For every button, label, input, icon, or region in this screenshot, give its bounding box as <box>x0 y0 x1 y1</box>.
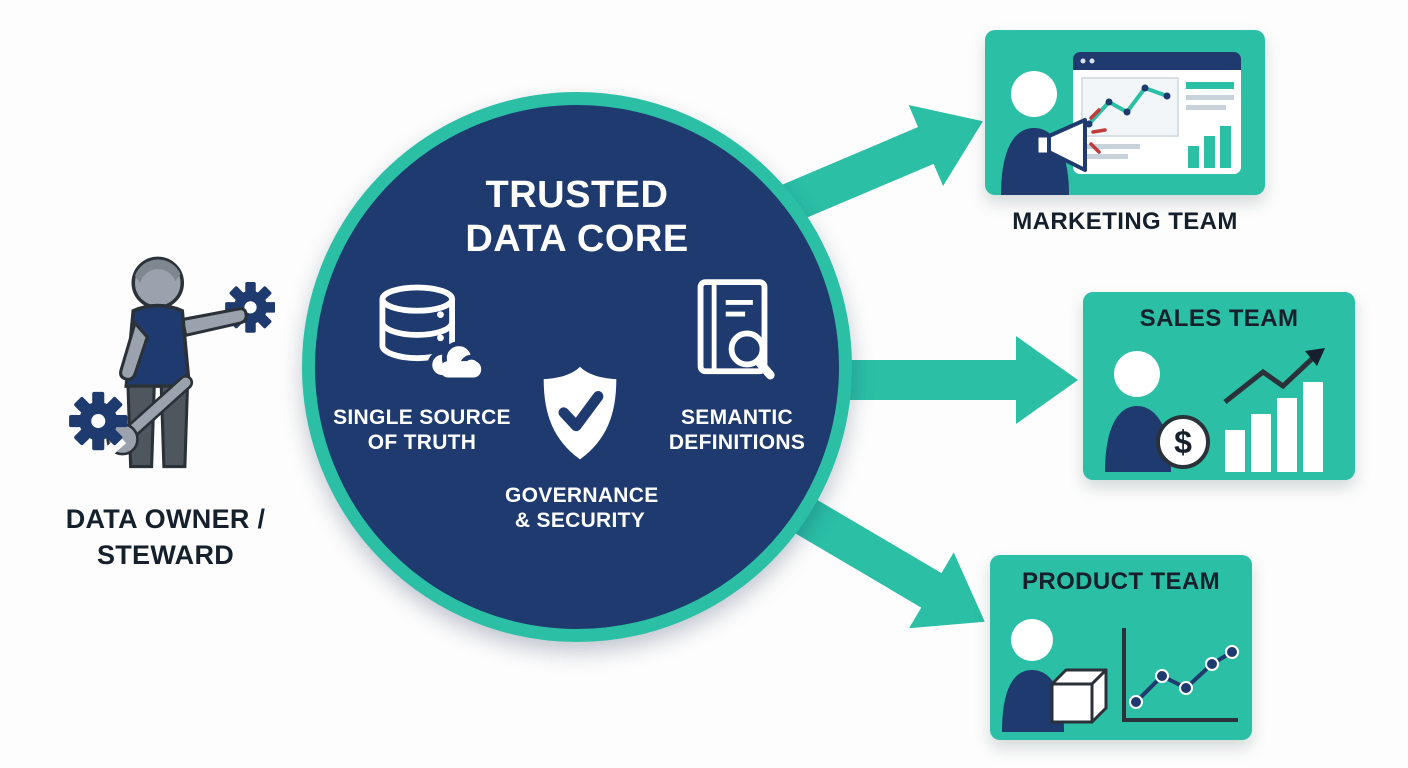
single-source-item <box>365 277 485 389</box>
product-team-label: PRODUCT TEAM <box>1021 568 1221 595</box>
governance-label: GOVERNANCE & SECURITY <box>505 484 659 533</box>
marketing-dashboard-megaphone-icon <box>1001 52 1241 195</box>
semantic-item <box>687 275 779 389</box>
data-owner-label: DATA OWNER / STEWARD <box>65 504 266 570</box>
megaphone-icon <box>1035 108 1107 172</box>
semantic-label: SEMANTIC DEFINITIONS <box>668 406 806 455</box>
trusted-data-core-circle: TRUSTED DATA CORE SINGLE SOURCE OF TRUTH <box>302 92 852 642</box>
arrow-to-sales <box>846 336 1078 424</box>
governance-item <box>537 363 623 465</box>
product-line-chart <box>1122 628 1239 722</box>
product-person-figure <box>1002 619 1064 732</box>
marketing-team-label: MARKETING TEAM <box>1012 208 1238 235</box>
single-source-label: SINGLE SOURCE OF TRUTH <box>333 406 511 455</box>
core-title-line2: DATA CORE <box>465 218 689 261</box>
svg-text:$: $ <box>1174 424 1192 460</box>
sales-team-label: SALES TEAM <box>1139 305 1299 332</box>
database-cloud-icon <box>379 284 484 380</box>
product-cube-line-chart-icon <box>1002 619 1239 732</box>
sales-person-figure <box>1105 351 1171 472</box>
arrow-to-product <box>767 482 985 629</box>
dollar-coin-icon: $ <box>1156 415 1210 469</box>
dashboard-window <box>1073 52 1241 174</box>
product-team-card: PRODUCT TEAM <box>990 555 1252 740</box>
arrow-to-marketing <box>754 104 983 234</box>
cloud-shape <box>427 341 484 380</box>
sales-dollar-bar-chart-icon: $ <box>1105 348 1325 472</box>
sales-team-card: SALES TEAM $ <box>1083 292 1355 480</box>
core-title-line1: TRUSTED <box>485 174 669 216</box>
sales-bar-chart <box>1223 348 1325 472</box>
data-owner-figure <box>65 242 276 482</box>
person-gears-wrench-icon <box>69 256 276 469</box>
book-magnifier-icon <box>697 279 775 380</box>
cube-icon <box>1050 668 1108 724</box>
marketing-team-card <box>985 30 1265 195</box>
core-title: TRUSTED DATA CORE <box>315 173 839 261</box>
shield-check-icon <box>543 366 617 460</box>
